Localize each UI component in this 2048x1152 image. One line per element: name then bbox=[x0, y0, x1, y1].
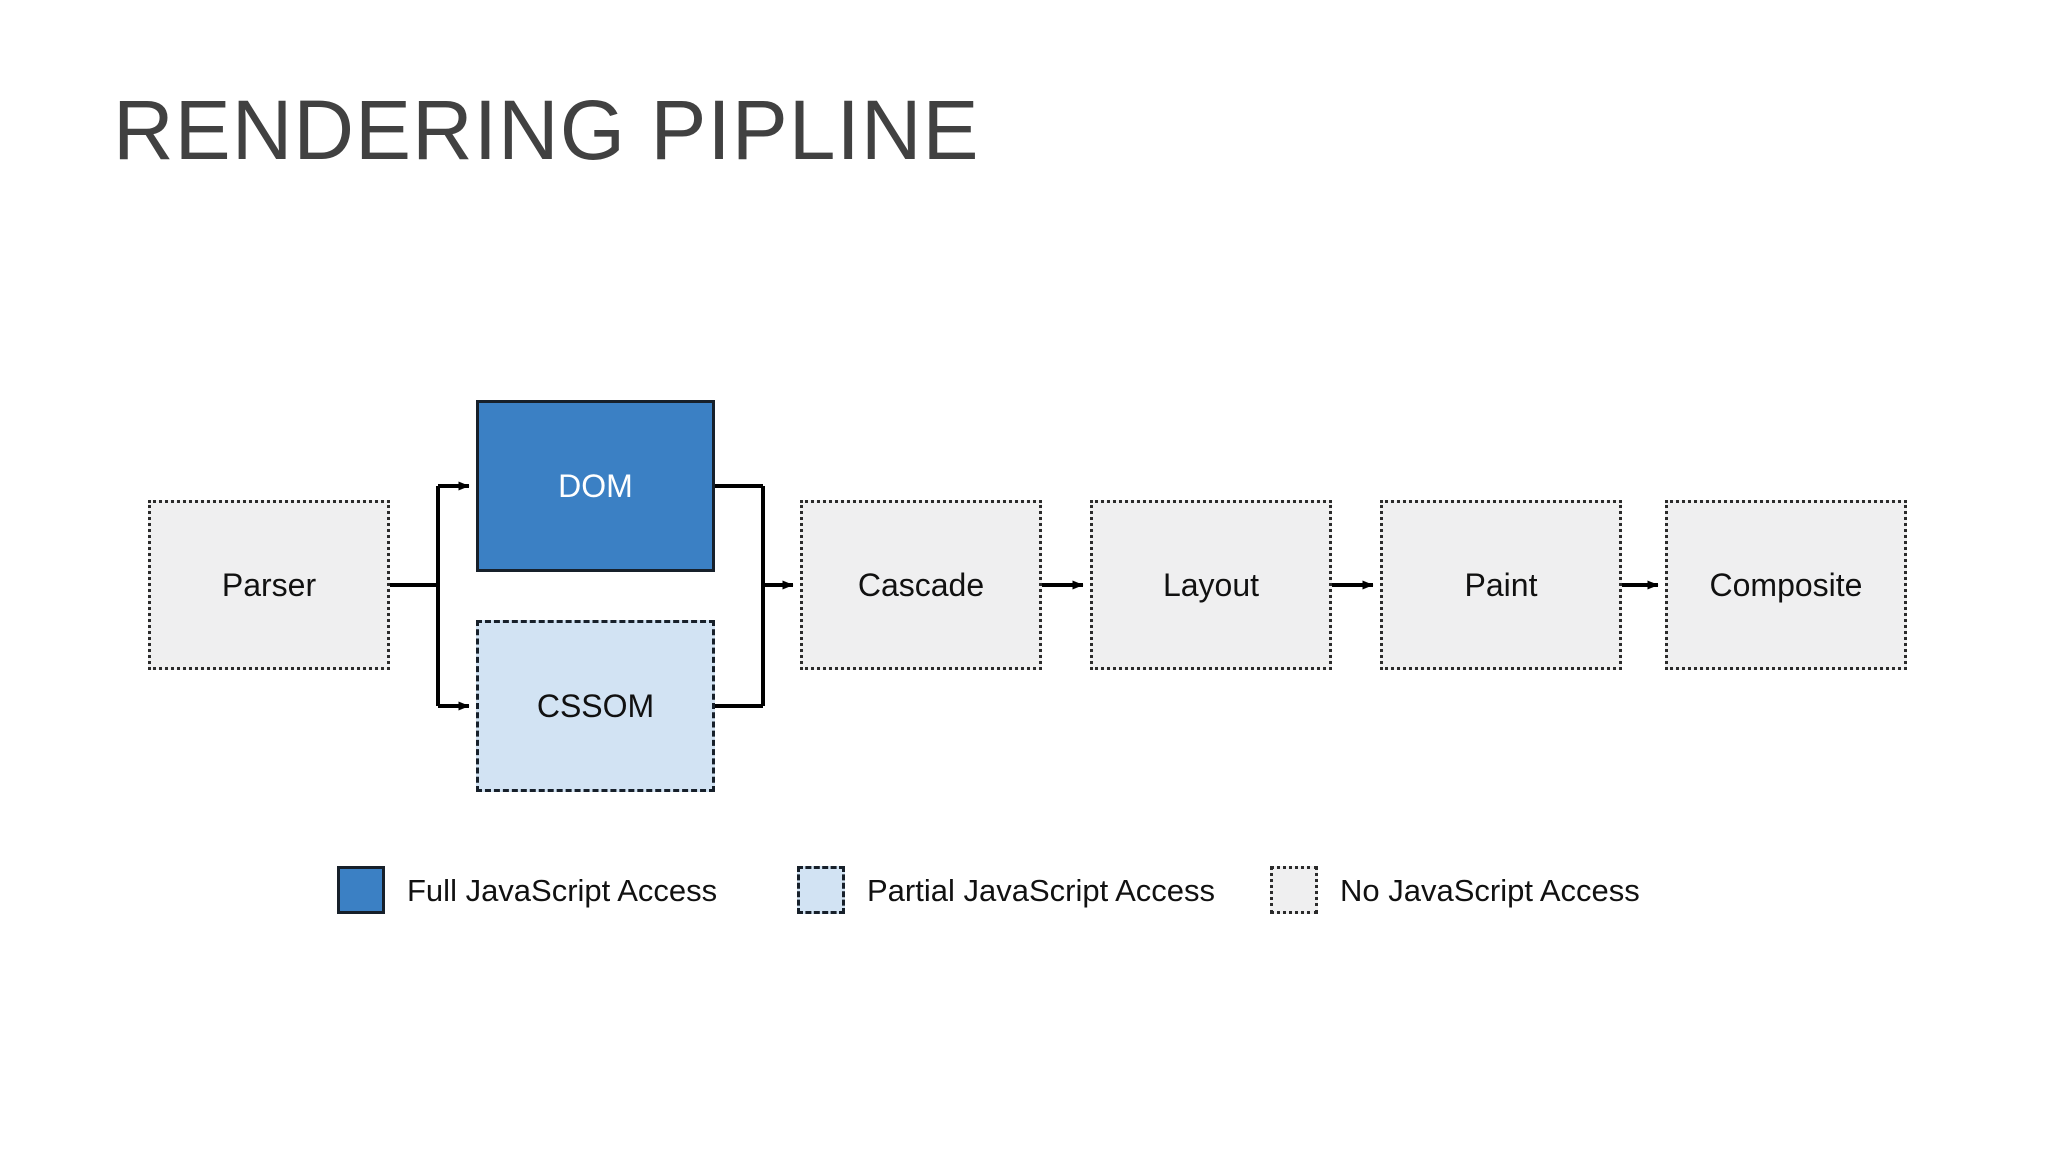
node-layout[interactable]: Layout bbox=[1090, 500, 1332, 670]
legend-swatch-full-access-icon bbox=[337, 866, 385, 914]
node-composite[interactable]: Composite bbox=[1665, 500, 1907, 670]
legend-item-partial-access: Partial JavaScript Access bbox=[797, 866, 1215, 914]
node-label-paint: Paint bbox=[1464, 567, 1538, 603]
page-title: RENDERING PIPLINE bbox=[113, 83, 980, 177]
legend-label-partial-access: Partial JavaScript Access bbox=[867, 872, 1216, 908]
legend-label-no-access: No JavaScript Access bbox=[1340, 872, 1640, 908]
node-label-layout: Layout bbox=[1162, 567, 1260, 603]
edge-merge-cascade bbox=[761, 486, 794, 706]
legend-item-no-access: No JavaScript Access bbox=[1270, 866, 1640, 914]
node-paint[interactable]: Paint bbox=[1380, 500, 1622, 670]
legend-label-full-access: Full JavaScript Access bbox=[407, 872, 718, 908]
node-cascade[interactable]: Cascade bbox=[800, 500, 1042, 670]
node-parser[interactable]: Parser bbox=[148, 500, 390, 670]
edge-parser-split bbox=[390, 486, 440, 706]
node-label-dom: DOM bbox=[558, 468, 633, 504]
node-cssom[interactable]: CSSOM bbox=[476, 620, 715, 792]
legend-swatch-no-access-icon bbox=[1270, 866, 1318, 914]
node-label-parser: Parser bbox=[221, 567, 317, 603]
legend-swatch-partial-access-icon bbox=[797, 866, 845, 914]
node-label-cssom: CSSOM bbox=[536, 688, 655, 724]
node-dom[interactable]: DOM bbox=[476, 400, 715, 572]
node-label-composite: Composite bbox=[1709, 567, 1863, 603]
legend-item-full-access: Full JavaScript Access bbox=[337, 866, 717, 914]
node-label-cascade: Cascade bbox=[857, 567, 985, 603]
